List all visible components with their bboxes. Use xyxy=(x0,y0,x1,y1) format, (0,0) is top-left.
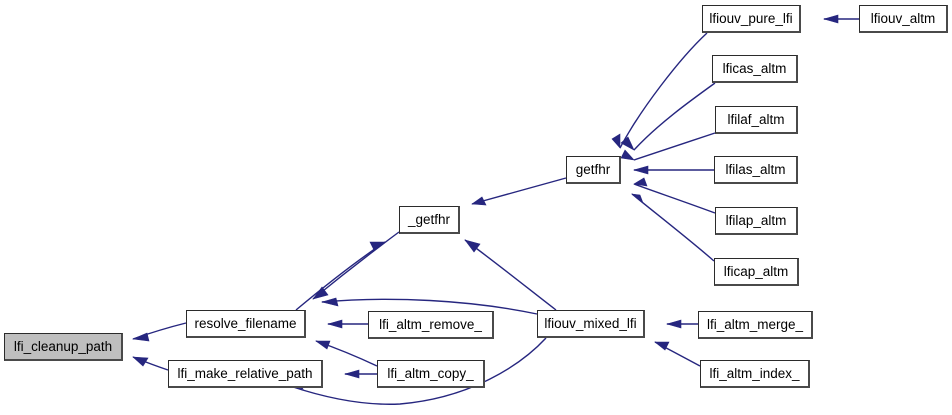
node-label: lfi_altm_merge_ xyxy=(706,316,804,332)
node-label: lfilaf_altm xyxy=(727,111,785,127)
node-lfilas_altm[interactable]: lfilas_altm xyxy=(714,156,798,184)
call-edge-arrowhead xyxy=(132,356,149,367)
node-_getfhr[interactable]: _getfhr xyxy=(399,206,460,234)
call-edge-arrowhead xyxy=(369,241,386,251)
call-edge-arrowhead xyxy=(343,369,360,379)
call-edge-arrowhead xyxy=(611,133,621,149)
call-edge xyxy=(464,239,557,311)
node-getfhr[interactable]: getfhr xyxy=(566,156,621,184)
node-label: lfilas_altm xyxy=(725,161,786,177)
node-lfiouv_pure_lfi[interactable]: lfiouv_pure_lfi xyxy=(702,5,801,33)
node-label: lficas_altm xyxy=(722,60,787,76)
node-label: _getfhr xyxy=(407,211,451,227)
call-edge xyxy=(633,132,716,161)
node-lficap_altm[interactable]: lficap_altm xyxy=(714,258,799,286)
call-edge xyxy=(312,231,400,300)
call-edge-arrowhead xyxy=(822,14,839,24)
call-edge-arrowhead xyxy=(620,136,635,151)
call-edge xyxy=(289,337,547,405)
call-edge-arrowhead xyxy=(320,297,339,307)
node-lfiouv_mixed_lfi[interactable]: lfiouv_mixed_lfi xyxy=(537,310,645,338)
call-edge-arrowhead xyxy=(464,239,481,253)
node-label: lficap_altm xyxy=(723,263,789,279)
call-edge xyxy=(619,32,708,149)
node-label: lfiouv_mixed_lfi xyxy=(544,315,637,331)
node-label: lfiouv_altm xyxy=(870,10,936,26)
node-label: lfi_altm_index_ xyxy=(709,365,800,381)
call-edge-arrowhead xyxy=(631,193,644,204)
call-edge-arrowhead xyxy=(326,319,343,329)
node-label: lfiouv_pure_lfi xyxy=(709,10,793,26)
node-label: lfi_make_relative_path xyxy=(177,365,313,381)
call-edge-arrowhead xyxy=(665,319,682,329)
node-resolve_filename[interactable]: resolve_filename xyxy=(186,310,306,338)
call-edge-arrowhead xyxy=(620,149,635,161)
node-lfi_altm_merge_[interactable]: lfi_altm_merge_ xyxy=(698,311,813,339)
node-label: lfi_cleanup_path xyxy=(13,338,113,354)
call-edge-arrowhead xyxy=(633,177,648,187)
node-lfi_altm_remove_[interactable]: lfi_altm_remove_ xyxy=(368,311,494,339)
node-label: lfilap_altm xyxy=(725,212,787,228)
call-edge xyxy=(633,82,716,151)
node-lfilap_altm[interactable]: lfilap_altm xyxy=(715,207,798,235)
call-edge xyxy=(471,177,567,205)
node-label: lfi_altm_copy_ xyxy=(387,365,474,381)
node-lfilaf_altm[interactable]: lfilaf_altm xyxy=(715,106,798,134)
call-edge-arrowhead xyxy=(632,165,649,175)
node-label: lfi_altm_remove_ xyxy=(379,316,482,332)
call-edge-arrowhead xyxy=(131,332,150,342)
call-edge-arrowhead xyxy=(315,340,331,350)
node-label: resolve_filename xyxy=(194,315,297,331)
call-edge xyxy=(631,193,715,262)
node-label: getfhr xyxy=(575,161,611,177)
call-edge-arrowhead xyxy=(471,196,487,206)
node-lfi_cleanup_path[interactable]: lfi_cleanup_path xyxy=(4,333,123,361)
node-lfiouv_altm[interactable]: lfiouv_altm xyxy=(859,5,948,33)
call-edge xyxy=(321,298,538,315)
node-lfi_altm_index_[interactable]: lfi_altm_index_ xyxy=(700,360,810,388)
node-lfi_altm_copy_[interactable]: lfi_altm_copy_ xyxy=(377,360,485,388)
call-edge-arrowhead xyxy=(654,341,670,351)
node-lficas_altm[interactable]: lficas_altm xyxy=(712,55,798,83)
node-lfi_make_relative_path[interactable]: lfi_make_relative_path xyxy=(168,360,323,388)
call-edge xyxy=(633,183,716,214)
